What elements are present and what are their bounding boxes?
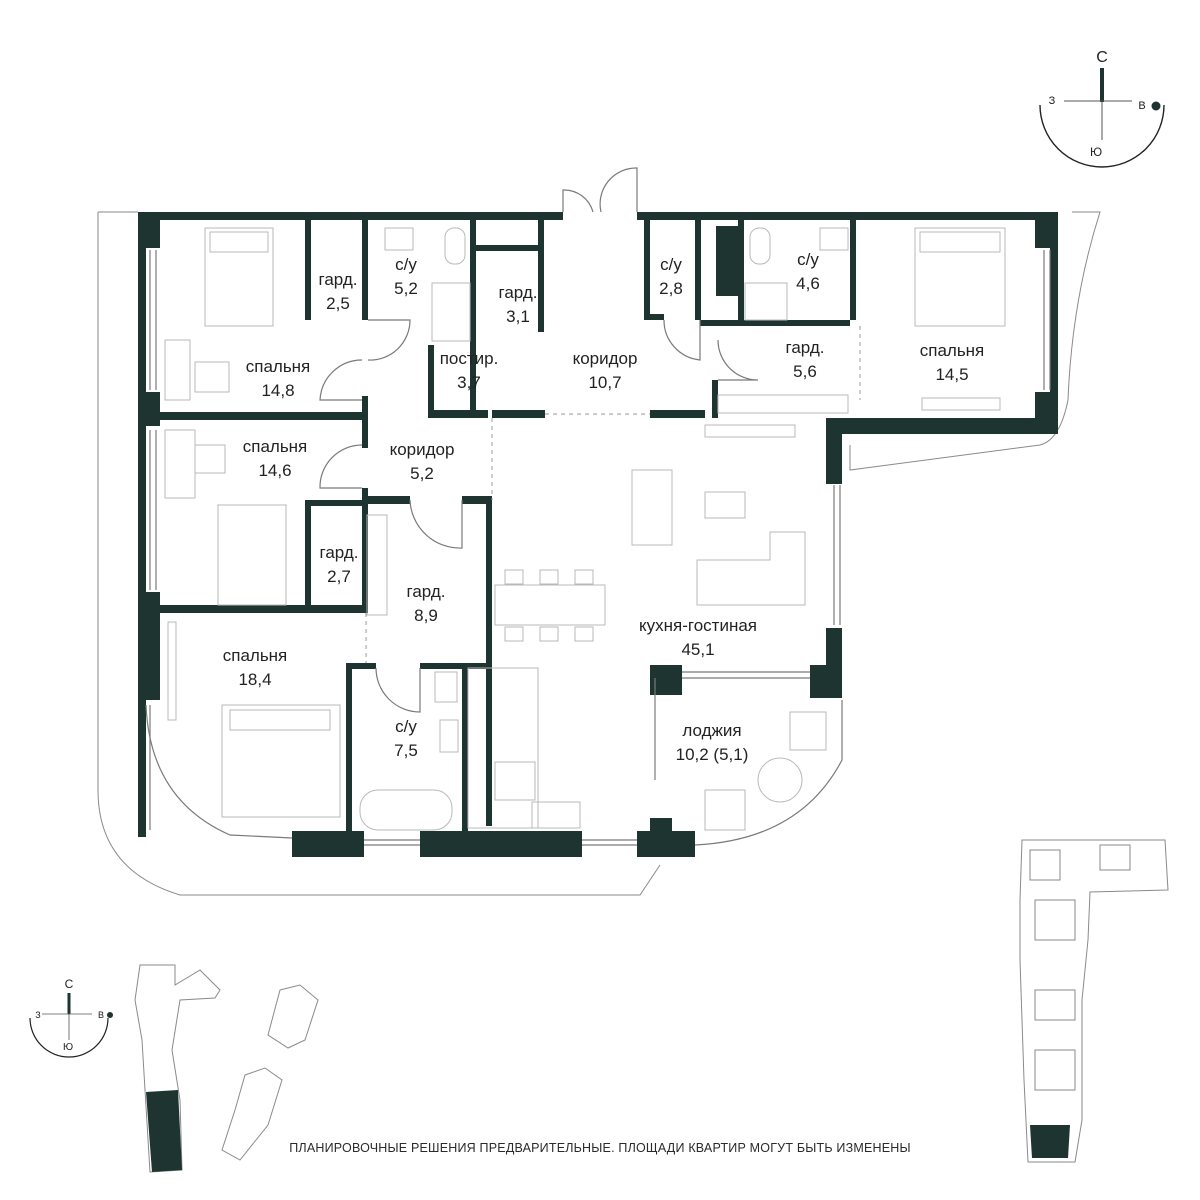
room-area: 3,7 xyxy=(457,373,481,392)
compass-small-west: З xyxy=(35,1010,40,1020)
room-name: лоджия xyxy=(682,721,741,740)
compass-west: З xyxy=(1049,95,1056,107)
walls xyxy=(138,212,1058,857)
room-name: гард. xyxy=(320,543,359,562)
room-name: гард. xyxy=(407,582,446,601)
room-name: с/у xyxy=(797,250,819,269)
room-name: постир. xyxy=(440,349,499,368)
building-key-plan xyxy=(1019,839,1169,1163)
room-area: 5,2 xyxy=(394,279,418,298)
room-name: гард. xyxy=(319,270,358,289)
room-name: кухня-гостиная xyxy=(639,616,757,635)
room-area: 2,8 xyxy=(659,279,683,298)
compass-small: С З В Ю xyxy=(29,977,113,1058)
room-area: 10,7 xyxy=(588,373,621,392)
windows xyxy=(145,250,1051,846)
room-name: спальня xyxy=(920,341,985,360)
doors xyxy=(319,167,759,780)
zone-separators xyxy=(365,326,861,663)
room-name: с/у xyxy=(395,255,417,274)
compass-north: С xyxy=(1096,49,1108,66)
room-area: 14,5 xyxy=(935,365,968,384)
room-area: 14,8 xyxy=(261,381,294,400)
room-area: 18,4 xyxy=(238,670,271,689)
compass-small-east: В xyxy=(98,1010,104,1020)
highlighted-apartment xyxy=(1030,1125,1070,1158)
room-area: 45,1 xyxy=(681,640,714,659)
furniture xyxy=(164,227,1006,831)
room-area: 7,5 xyxy=(394,741,418,760)
compass-small-marker-icon xyxy=(107,1012,113,1018)
room-name: с/у xyxy=(660,255,682,274)
room-name: спальня xyxy=(223,646,288,665)
disclaimer-text: ПЛАНИРОВОЧНЫЕ РЕШЕНИЯ ПРЕДВАРИТЕЛЬНЫЕ. П… xyxy=(289,1141,911,1155)
room-name: коридор xyxy=(390,440,455,459)
room-name: с/у xyxy=(395,717,417,736)
site-key-plan xyxy=(134,964,319,1173)
room-name: коридор xyxy=(573,349,638,368)
compass-large: С З В Ю xyxy=(1039,49,1165,168)
compass-small-south: Ю xyxy=(63,1042,73,1053)
compass-marker-icon xyxy=(1151,101,1161,111)
room-labels: спальня 14,8 гард. 2,5 с/у 5,2 гард. 3,1… xyxy=(223,250,985,764)
room-area: 5,6 xyxy=(793,362,817,381)
room-area: 5,2 xyxy=(410,464,434,483)
room-area: 4,6 xyxy=(796,274,820,293)
room-area: 3,1 xyxy=(506,307,530,326)
room-area: 14,6 xyxy=(258,461,291,480)
compass-small-north: С xyxy=(65,977,74,991)
room-name: спальня xyxy=(246,357,311,376)
room-area: 10,2 (5,1) xyxy=(676,745,749,764)
room-area: 2,7 xyxy=(327,567,351,586)
compass-south: Ю xyxy=(1090,145,1102,159)
terrace-outline xyxy=(97,211,1101,896)
room-area: 8,9 xyxy=(414,606,438,625)
highlighted-building-section xyxy=(146,1090,182,1172)
compass-east: В xyxy=(1138,100,1145,112)
room-area: 2,5 xyxy=(326,294,350,313)
room-name: спальня xyxy=(243,437,308,456)
room-name: гард. xyxy=(499,283,538,302)
room-name: гард. xyxy=(786,338,825,357)
